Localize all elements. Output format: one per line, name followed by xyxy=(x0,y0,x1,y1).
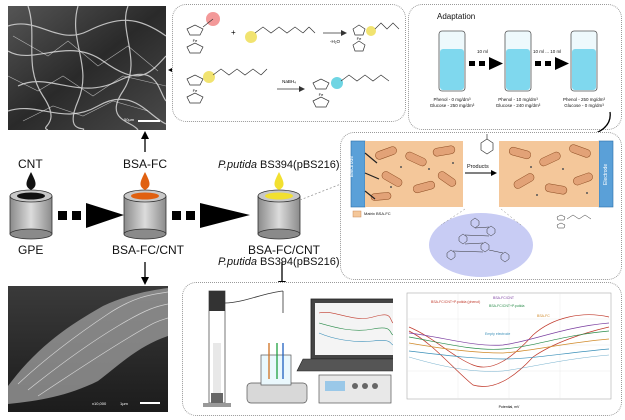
bacteria-drop xyxy=(274,172,284,190)
cnt-fibers xyxy=(364,152,380,200)
cnt-label: CNT xyxy=(18,157,43,171)
cv-xlabel: Potential, mV xyxy=(499,405,520,409)
transfer-label-1: 10 ml xyxy=(477,49,489,54)
sem-bottom-scale-label: 1µm xyxy=(120,401,128,406)
cv-legend-empty: Empty electrode xyxy=(485,332,510,336)
cv-curve-phenol-return xyxy=(408,326,610,387)
bsa-fc-cnt-electrode xyxy=(123,189,167,240)
final-electrode xyxy=(257,189,301,240)
fe-label-4: Fe xyxy=(319,92,324,97)
tube-2 xyxy=(504,30,532,92)
cv-legend-bsa-fc: BSA-FC xyxy=(537,314,550,318)
cv-setup xyxy=(203,290,445,407)
sem-image-bottom: x10,000 1µm xyxy=(8,286,168,412)
tube-1-glucose: Glucose - 250 mg/dm³ xyxy=(429,102,475,108)
cv-plot: BSA-FC/CNT+P.putida (phenol) BSA-FC/CNT … xyxy=(393,287,617,411)
cv-legend-phenol: BSA-FC/CNT+P.putida (phenol) xyxy=(431,300,480,304)
adaptation-panel: Adaptation 10 ml 10 ml ... 10 ml xyxy=(408,4,622,130)
reducer-label: NaBH₄ xyxy=(282,79,296,84)
arrow-bsa-fc-up xyxy=(141,131,149,152)
plus-sign: + xyxy=(231,28,236,37)
gpe-label: GPE xyxy=(18,243,44,257)
fe-label-3: Fe xyxy=(193,88,198,93)
water-byproduct: -H₂O xyxy=(330,39,340,44)
tube-1-phenol: Phenol - 0 mg/dm³ xyxy=(433,97,471,102)
phenol-molecule xyxy=(480,138,494,155)
cv-curve-bsa-fc-cnt xyxy=(408,322,610,346)
potentiostat xyxy=(318,374,392,404)
matrix-dots xyxy=(390,162,588,196)
transfer-arrow-2 xyxy=(535,57,569,70)
laptop xyxy=(296,298,416,372)
cv-curve-bsa-fc xyxy=(408,338,610,354)
sem-top-scale-label: 50µm xyxy=(124,117,135,122)
tube-3 xyxy=(570,30,598,92)
tube-1-conditions: Phenol - 0 mg/dm³ Glucose - 250 mg/dm³ xyxy=(421,97,483,108)
cv-curve-empty-return xyxy=(408,354,610,372)
transfer-arrow-1 xyxy=(469,57,503,70)
cv-legend-bsa-fc-cnt-putida: BSA-FC/CNT+P.putida xyxy=(489,304,524,308)
dashed-arrow-2 xyxy=(172,203,250,228)
legend-swatch xyxy=(352,210,362,218)
ferrocene-1 xyxy=(186,12,220,54)
cv-legend-bsa-fc-cnt: BSA-FC/CNT xyxy=(493,296,515,300)
reaction-scheme-panel: Fe + -H₂O Fe Fe Na xyxy=(172,4,406,122)
electrochemical-cell xyxy=(203,290,231,407)
cv-gridlines xyxy=(407,293,611,399)
arrow-to-bottom-sem xyxy=(141,262,149,285)
tube-2-conditions: Phenol - 10 mg/dm³ Glucose - 240 mg/dm³ xyxy=(487,97,549,108)
final-electrode-label-1: BSA-FC/CNT xyxy=(248,243,320,257)
final-electrode-label-2: P.putida BS394(pBS216) xyxy=(218,257,340,268)
cv-panel: BSA-FC/CNT+P.putida (phenol) BSA-FC/CNT … xyxy=(182,282,622,416)
cv-curve-bsa-fc-cnt-putida xyxy=(408,330,610,350)
bacteria-cells xyxy=(370,144,593,201)
pathway-structures xyxy=(446,217,510,263)
dashed-arrow-1 xyxy=(58,203,124,228)
matrix-legend-label: Matrix BSA-FC xyxy=(364,211,391,216)
organism-label: P.putida BS394(pBS216) xyxy=(218,160,340,171)
electrode-right-label: Electrode xyxy=(603,163,609,185)
ferrocene-imine xyxy=(186,68,268,104)
organism-strain: BS394(pBS216) xyxy=(260,159,340,171)
electrode-left-label: Electrode xyxy=(349,155,355,177)
bsa-fc-label: BSA-FC xyxy=(123,157,168,171)
sem-top-texture xyxy=(8,6,166,130)
bsa-fc-cnt-label: BSA-FC/CNT xyxy=(112,243,184,257)
final-organism-name: P.putida xyxy=(218,256,257,268)
tube-2-phenol: Phenol - 10 mg/dm³ xyxy=(498,97,538,102)
stirrer-cell xyxy=(246,343,308,404)
products-label: Products xyxy=(467,164,489,170)
tube-3-phenol: Phenol - 250 mg/dm³ xyxy=(562,97,606,102)
schiff-base-product xyxy=(352,22,400,52)
sem-bottom-magnification: x10,000 xyxy=(92,401,107,406)
tube-2-glucose: Glucose - 240 mg/dm³ xyxy=(495,102,541,108)
biofilm-panel: Electrode Electrode Products Matrix BSA-… xyxy=(340,132,622,280)
cv-curve-empty xyxy=(408,348,610,360)
adaptation-title: Adaptation xyxy=(437,12,476,21)
bsa-fc-drop xyxy=(140,172,150,190)
fe-label-1: Fe xyxy=(193,38,198,43)
sem-image-top: 50µm xyxy=(8,6,166,130)
organism-name: P.putida xyxy=(218,159,257,171)
cnt-drop xyxy=(26,172,36,190)
adaptation-tubes xyxy=(438,30,598,92)
tube-3-conditions: Phenol - 250 mg/dm³ Glucose - 0 mg/dm³ xyxy=(553,97,615,108)
link-to-biofilm xyxy=(299,181,347,201)
biofilm-illustration xyxy=(350,134,614,277)
final-organism-strain: BS394(pBS216) xyxy=(260,256,340,268)
gpe-electrode xyxy=(9,189,53,240)
bsa-amine-chain xyxy=(245,26,316,43)
sem-bottom-texture xyxy=(8,286,168,412)
transfer-label-2: 10 ml ... 10 ml xyxy=(533,49,562,54)
fe-label-2: Fe xyxy=(357,36,362,41)
tube-3-glucose: Glucose - 0 mg/dm³ xyxy=(564,102,604,108)
tube-1 xyxy=(438,30,466,92)
reduced-product xyxy=(312,74,390,108)
reaction-scheme: Fe + -H₂O Fe Fe Na xyxy=(186,12,400,108)
